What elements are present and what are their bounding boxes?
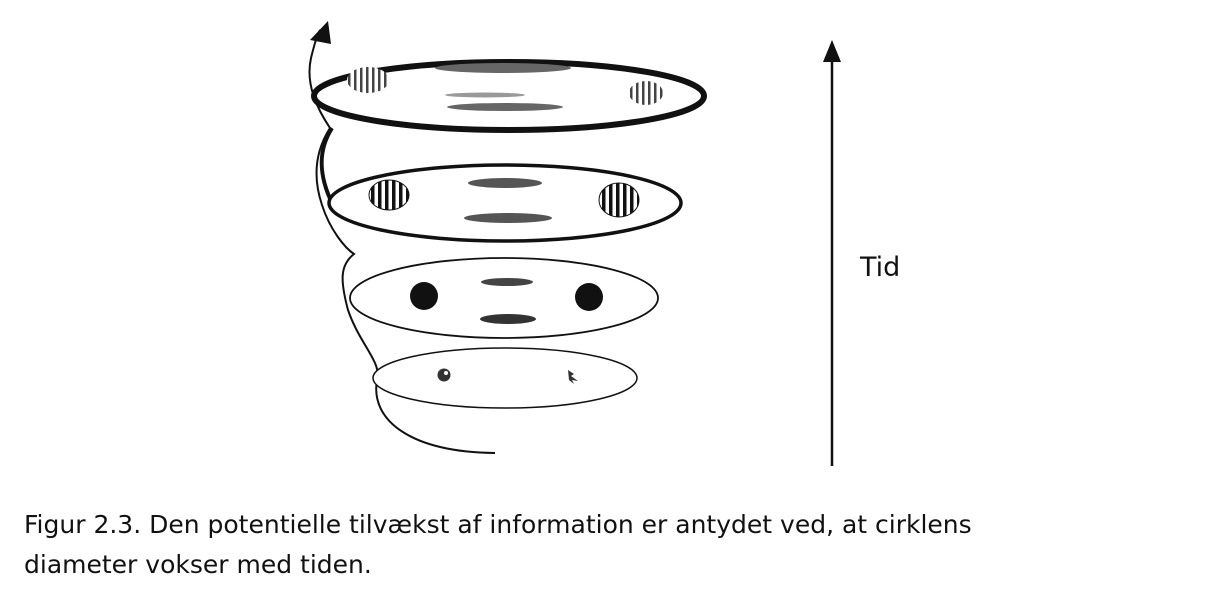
info-stripe-left — [368, 179, 410, 211]
layer-ring — [327, 163, 683, 243]
layer-ring — [349, 257, 659, 339]
time-layer-2 — [349, 257, 659, 339]
time-layer-4 — [311, 59, 707, 133]
info-stripe-right — [598, 182, 640, 218]
info-dot-right — [568, 370, 578, 384]
info-blob-bottom — [464, 213, 552, 223]
info-blob-bottom — [480, 314, 536, 324]
info-dot-left — [410, 282, 438, 310]
layer-ring — [372, 347, 638, 409]
info-blob-top — [481, 278, 533, 286]
info-blob-top — [468, 178, 542, 188]
caption-line-1: Figur 2.3. Den potentielle tilvækst af i… — [24, 510, 972, 539]
info-stripe-right — [629, 81, 663, 105]
spiral-curve — [308, 29, 496, 454]
info-blob-middle — [445, 92, 525, 98]
time-axis-label: Tid — [860, 252, 901, 283]
info-dot-right — [575, 283, 603, 311]
figure-caption: Figur 2.3. Den potentielle tilvækst af i… — [24, 505, 1184, 585]
spiral-diagram — [308, 21, 841, 466]
time-axis-arrowhead — [823, 40, 841, 62]
time-layer-3 — [327, 163, 683, 243]
info-blob-bottom — [447, 103, 563, 111]
time-layer-1 — [372, 347, 638, 409]
spiral-arrowhead — [310, 21, 331, 44]
spiral-curve-bold — [319, 126, 335, 206]
info-dot-left-hole — [444, 371, 448, 375]
info-blob-top — [435, 63, 571, 73]
caption-line-2: diameter vokser med tiden. — [24, 550, 372, 579]
info-dot-left — [437, 368, 451, 382]
info-stripe-left — [347, 67, 389, 93]
